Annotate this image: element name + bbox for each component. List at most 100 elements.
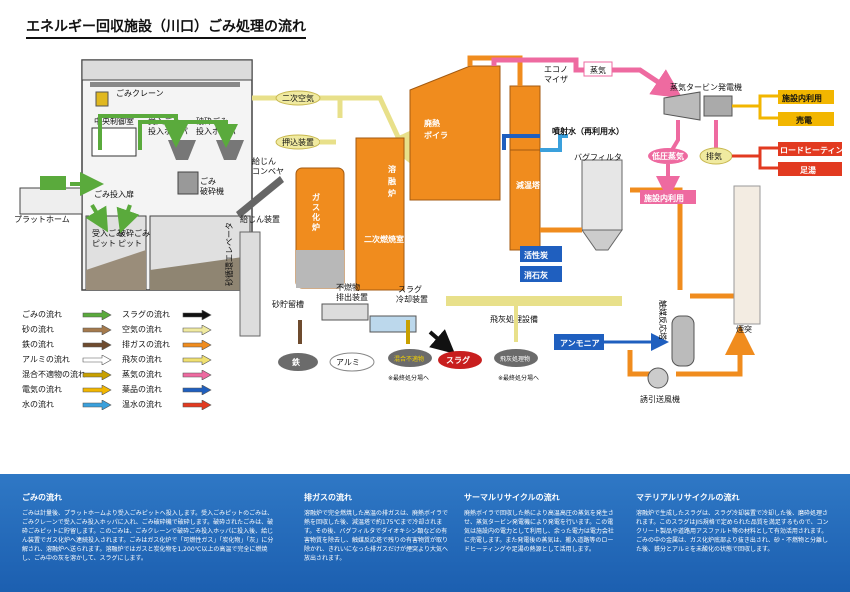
crane-label: ごみクレーン bbox=[116, 88, 164, 98]
legend-label: 排ガスの流れ bbox=[122, 340, 170, 349]
feed-conveyor-label: 給じん bbox=[252, 156, 276, 166]
catalyst-tower bbox=[671, 315, 695, 367]
gasifier-label-2: ス bbox=[312, 203, 320, 212]
boiler-label: 廃熱 bbox=[424, 118, 440, 128]
receive-pit-label-2: ピット bbox=[92, 239, 116, 248]
waste-flow-arrow bbox=[138, 120, 238, 150]
generator bbox=[703, 95, 733, 117]
legend-label: スラグの流れ bbox=[122, 310, 170, 319]
legend-item: 空気の流れ bbox=[122, 324, 212, 335]
road-heating-label: ロードヒーティング bbox=[780, 145, 850, 155]
gasifier-bed bbox=[296, 250, 344, 288]
receive-pit-label: 受入ごみ bbox=[92, 228, 124, 238]
internal-use-label: 施設内利用 bbox=[782, 93, 822, 103]
bag-filter-hopper bbox=[581, 229, 623, 251]
exhaust-flow-line bbox=[630, 187, 683, 290]
noncombust-device bbox=[321, 303, 369, 321]
turbine-label: 蒸気タービン発電機 bbox=[670, 82, 742, 92]
low-steam-label: 低圧蒸気 bbox=[651, 151, 684, 161]
fan-label: 誘引送風機 bbox=[640, 394, 680, 404]
receive-hopper-label-2: 投入ホッパ bbox=[148, 126, 188, 136]
slag-cooler bbox=[369, 315, 417, 333]
page-title: エネルギー回収施設（川口）ごみ処理の流れ bbox=[26, 16, 306, 39]
legend-item: 排ガスの流れ bbox=[122, 339, 212, 350]
mixed-output bbox=[388, 349, 432, 367]
ammonia-label: アンモニア bbox=[560, 339, 600, 348]
electric-flow-line bbox=[758, 106, 778, 120]
slag-output bbox=[438, 351, 482, 369]
footer-body: 廃熱ボイラで回収した熱により高温高圧の蒸気を発生させ、蒸気タービン発電機により発… bbox=[464, 510, 614, 553]
slag-cooler-label: スラグ bbox=[398, 284, 422, 294]
ash-output-label: 飛灰処理物 bbox=[500, 355, 530, 363]
legend-arrow-icon bbox=[82, 309, 112, 320]
economizer-label: エコノ bbox=[544, 65, 568, 74]
feed-door-label: ごみ投入扉 bbox=[94, 189, 134, 199]
melt-furnace-label-2: 融 bbox=[388, 176, 396, 186]
footer-body: 溶融炉で完全燃焼した高温の排ガスは、廃熱ボイラで熱を回収した後、減温塔で約175… bbox=[304, 510, 449, 562]
water-flow-line bbox=[540, 134, 568, 152]
low-steam-badge bbox=[648, 148, 688, 164]
legend-arrow-icon bbox=[182, 339, 212, 350]
legend-label: 電気の流れ bbox=[22, 385, 62, 394]
legend-label: 水の流れ bbox=[22, 400, 54, 409]
iron-output-label: 鉄 bbox=[292, 357, 301, 367]
legend-arrow-icon bbox=[182, 354, 212, 365]
crush-pit-label-2: ピット bbox=[118, 239, 142, 248]
power-sale-label: 売電 bbox=[796, 115, 812, 125]
legend-item: 飛灰の流れ bbox=[122, 354, 212, 365]
legend-item: 薬品の流れ bbox=[122, 384, 212, 395]
legend-label: 混合不適物の流れ bbox=[22, 370, 86, 379]
reducing-tower bbox=[509, 149, 541, 251]
hot-water-flow-line bbox=[732, 146, 778, 158]
turbine bbox=[663, 91, 701, 121]
legend-label: 飛灰の流れ bbox=[122, 355, 162, 364]
legend-arrow-icon bbox=[182, 384, 212, 395]
melt-furnace-label-3: 炉 bbox=[388, 188, 396, 198]
legend-arrow-icon bbox=[182, 399, 212, 410]
legend-arrow-icon bbox=[82, 339, 112, 350]
gasifier-label: ガ bbox=[312, 192, 320, 202]
feed-conveyor bbox=[236, 176, 284, 218]
internal-use2-box bbox=[640, 190, 696, 204]
footer-heading: マテリアルリサイクルの流れ bbox=[636, 493, 740, 502]
crusher bbox=[177, 171, 199, 195]
note-final-1: ※最終処分場へ bbox=[388, 374, 429, 382]
economizer-label-2: マイザ bbox=[544, 75, 568, 84]
crush-pit-label: 破砕ごみ bbox=[118, 228, 150, 238]
boiler-label-2: ボイラ bbox=[424, 130, 448, 140]
mixed-output-label: 混合不適物 bbox=[394, 355, 424, 363]
footer-heading: ごみの流れ bbox=[22, 493, 62, 502]
melt-furnace-label: 溶 bbox=[388, 164, 396, 174]
steam-label: 蒸気 bbox=[590, 65, 606, 75]
noncombust-label: 不燃物 bbox=[336, 282, 360, 292]
legend-label: 薬品の流れ bbox=[122, 385, 162, 394]
sand-elevator bbox=[239, 231, 261, 337]
footer-heading: サーマルリサイクルの流れ bbox=[464, 493, 560, 502]
secondary-combust-label: 二次燃焼室 bbox=[364, 234, 404, 244]
legend-arrow-icon bbox=[82, 384, 112, 395]
hot-water-flow-line bbox=[758, 156, 778, 170]
ammonia-box bbox=[554, 334, 604, 350]
note-final-2: ※最終処分場へ bbox=[498, 374, 539, 382]
bagfilter-label: バグフィルタ bbox=[574, 152, 622, 162]
footer-col-material: マテリアルリサイクルの流れ 溶融炉で生成したスラグは、スラグ冷却装置で冷却した後… bbox=[636, 492, 832, 554]
legend-label: アルミの流れ bbox=[22, 355, 70, 364]
feeder-label: 給じん装置 bbox=[240, 214, 280, 224]
activated-carbon-label: 活性炭 bbox=[524, 250, 548, 260]
slaked-lime-label: 消石灰 bbox=[524, 270, 548, 280]
legend-label: 温水の流れ bbox=[122, 400, 162, 409]
melting-furnace bbox=[355, 137, 405, 291]
iron-output bbox=[278, 353, 318, 371]
induced-fan bbox=[647, 367, 669, 389]
legend-item: 水の流れ bbox=[22, 399, 112, 410]
legend-arrow-icon bbox=[82, 324, 112, 335]
legend-item: 電気の流れ bbox=[22, 384, 112, 395]
slag-output-label: スラグ bbox=[446, 355, 470, 365]
legend-label: 鉄の流れ bbox=[22, 340, 54, 349]
alumi-output bbox=[329, 352, 375, 372]
exhaust-flow-line bbox=[627, 350, 652, 377]
crusher-label: ごみ bbox=[200, 176, 216, 186]
footer-col-waste: ごみの流れ ごみは計量後、プラットホームより受入ごみピットへ投入します。受入ごみ… bbox=[22, 492, 278, 563]
waste-heat-boiler bbox=[409, 65, 501, 201]
crush-hopper-label-2: 投入ホッパ bbox=[196, 126, 236, 136]
